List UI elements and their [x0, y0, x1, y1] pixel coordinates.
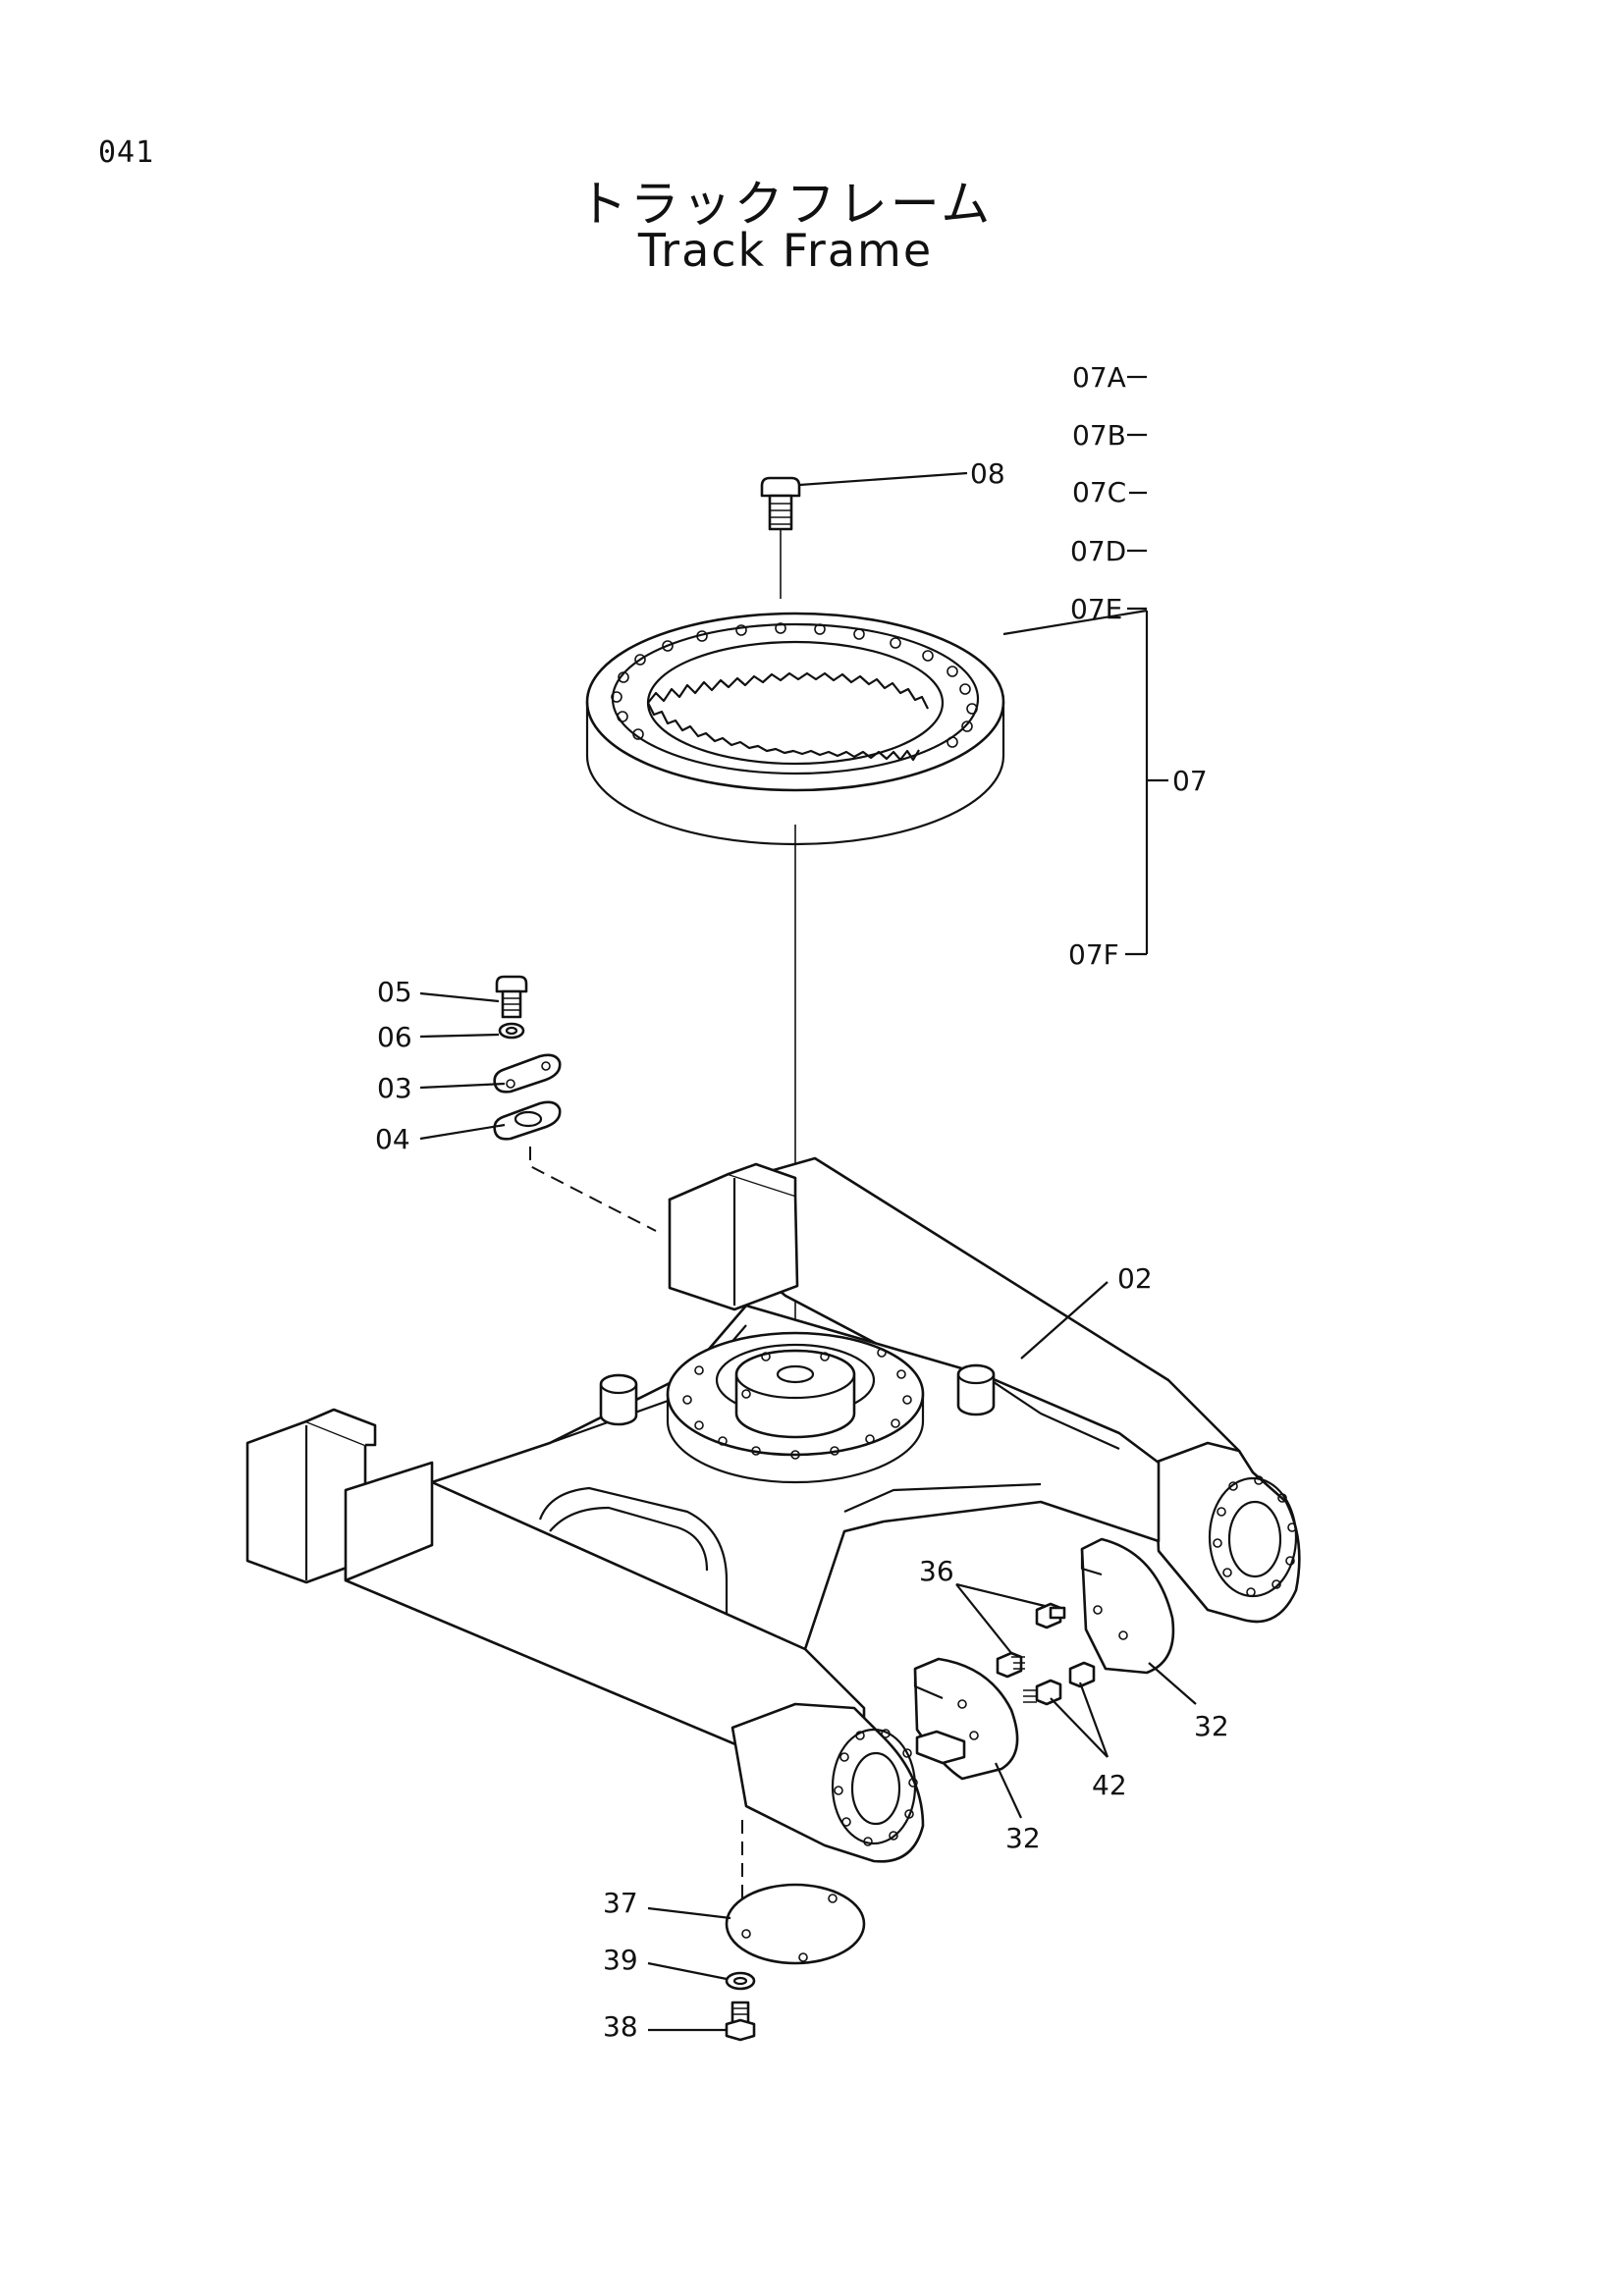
leader-32-left	[995, 1762, 1022, 1819]
washer-39-icon	[725, 1971, 756, 1991]
leader-36b	[955, 1583, 1012, 1654]
callout-03: 03	[377, 1072, 412, 1104]
page-number: 041	[98, 135, 155, 170]
bolt-38-icon	[725, 2001, 756, 2042]
leader-04	[419, 1123, 506, 1141]
cover-plate-37-icon	[725, 1883, 866, 1965]
washer-06-icon	[498, 1022, 525, 1040]
leader-39	[647, 1961, 728, 1981]
callout-08: 08	[970, 457, 1005, 490]
callout-07: 07	[1172, 765, 1208, 797]
leader-08	[798, 471, 968, 487]
callout-05: 05	[377, 976, 412, 1008]
axis-line-03	[529, 1147, 657, 1232]
callout-36: 36	[919, 1555, 954, 1587]
leader-06	[419, 1033, 500, 1039]
callout-07B: 07B	[1072, 419, 1126, 452]
bolt-08-icon	[760, 476, 801, 531]
bolt-05-icon	[495, 975, 528, 1019]
leader-36a	[955, 1582, 1046, 1608]
bolt-36-lower-icon	[996, 1651, 1025, 1679]
leader-42a	[1078, 1682, 1109, 1758]
guard-32-left-icon	[913, 1657, 1019, 1781]
gasket-04-icon	[493, 1100, 562, 1141]
callout-42: 42	[1092, 1769, 1127, 1801]
callout-32-left: 32	[1005, 1822, 1041, 1854]
cover-03-icon	[493, 1053, 562, 1094]
callout-06: 06	[377, 1021, 412, 1053]
leader-32-right	[1148, 1662, 1197, 1705]
callout-07E: 07E	[1070, 593, 1122, 625]
callout-37: 37	[603, 1887, 638, 1919]
leader-05	[419, 991, 500, 1003]
bolt-36-upper-icon	[1035, 1602, 1066, 1629]
callout-07F: 07F	[1068, 938, 1119, 971]
leader-37	[647, 1906, 731, 1920]
callout-07C: 07C	[1072, 476, 1126, 508]
track-frame-02-icon	[245, 1156, 1301, 1863]
callout-38: 38	[603, 2010, 638, 2043]
bolt-42-lower-icon	[1023, 1679, 1062, 1706]
callout-32-right: 32	[1194, 1710, 1229, 1742]
guard-32-right-icon	[1080, 1537, 1175, 1675]
callout-07A: 07A	[1072, 361, 1126, 394]
callout-39: 39	[603, 1944, 638, 1976]
callout-02: 02	[1117, 1262, 1153, 1295]
title-english: Track Frame	[637, 224, 934, 277]
callout-07D: 07D	[1070, 535, 1126, 567]
leader-03	[419, 1082, 506, 1090]
group-bracket-07	[1002, 375, 1168, 956]
title-japanese: トラックフレーム	[577, 176, 994, 233]
bolt-42-upper-icon	[1068, 1661, 1096, 1688]
callout-04: 04	[375, 1123, 410, 1155]
leader-02	[1020, 1281, 1109, 1360]
leader-42b	[1050, 1697, 1109, 1758]
swing-bearing-07-icon	[585, 612, 1005, 846]
